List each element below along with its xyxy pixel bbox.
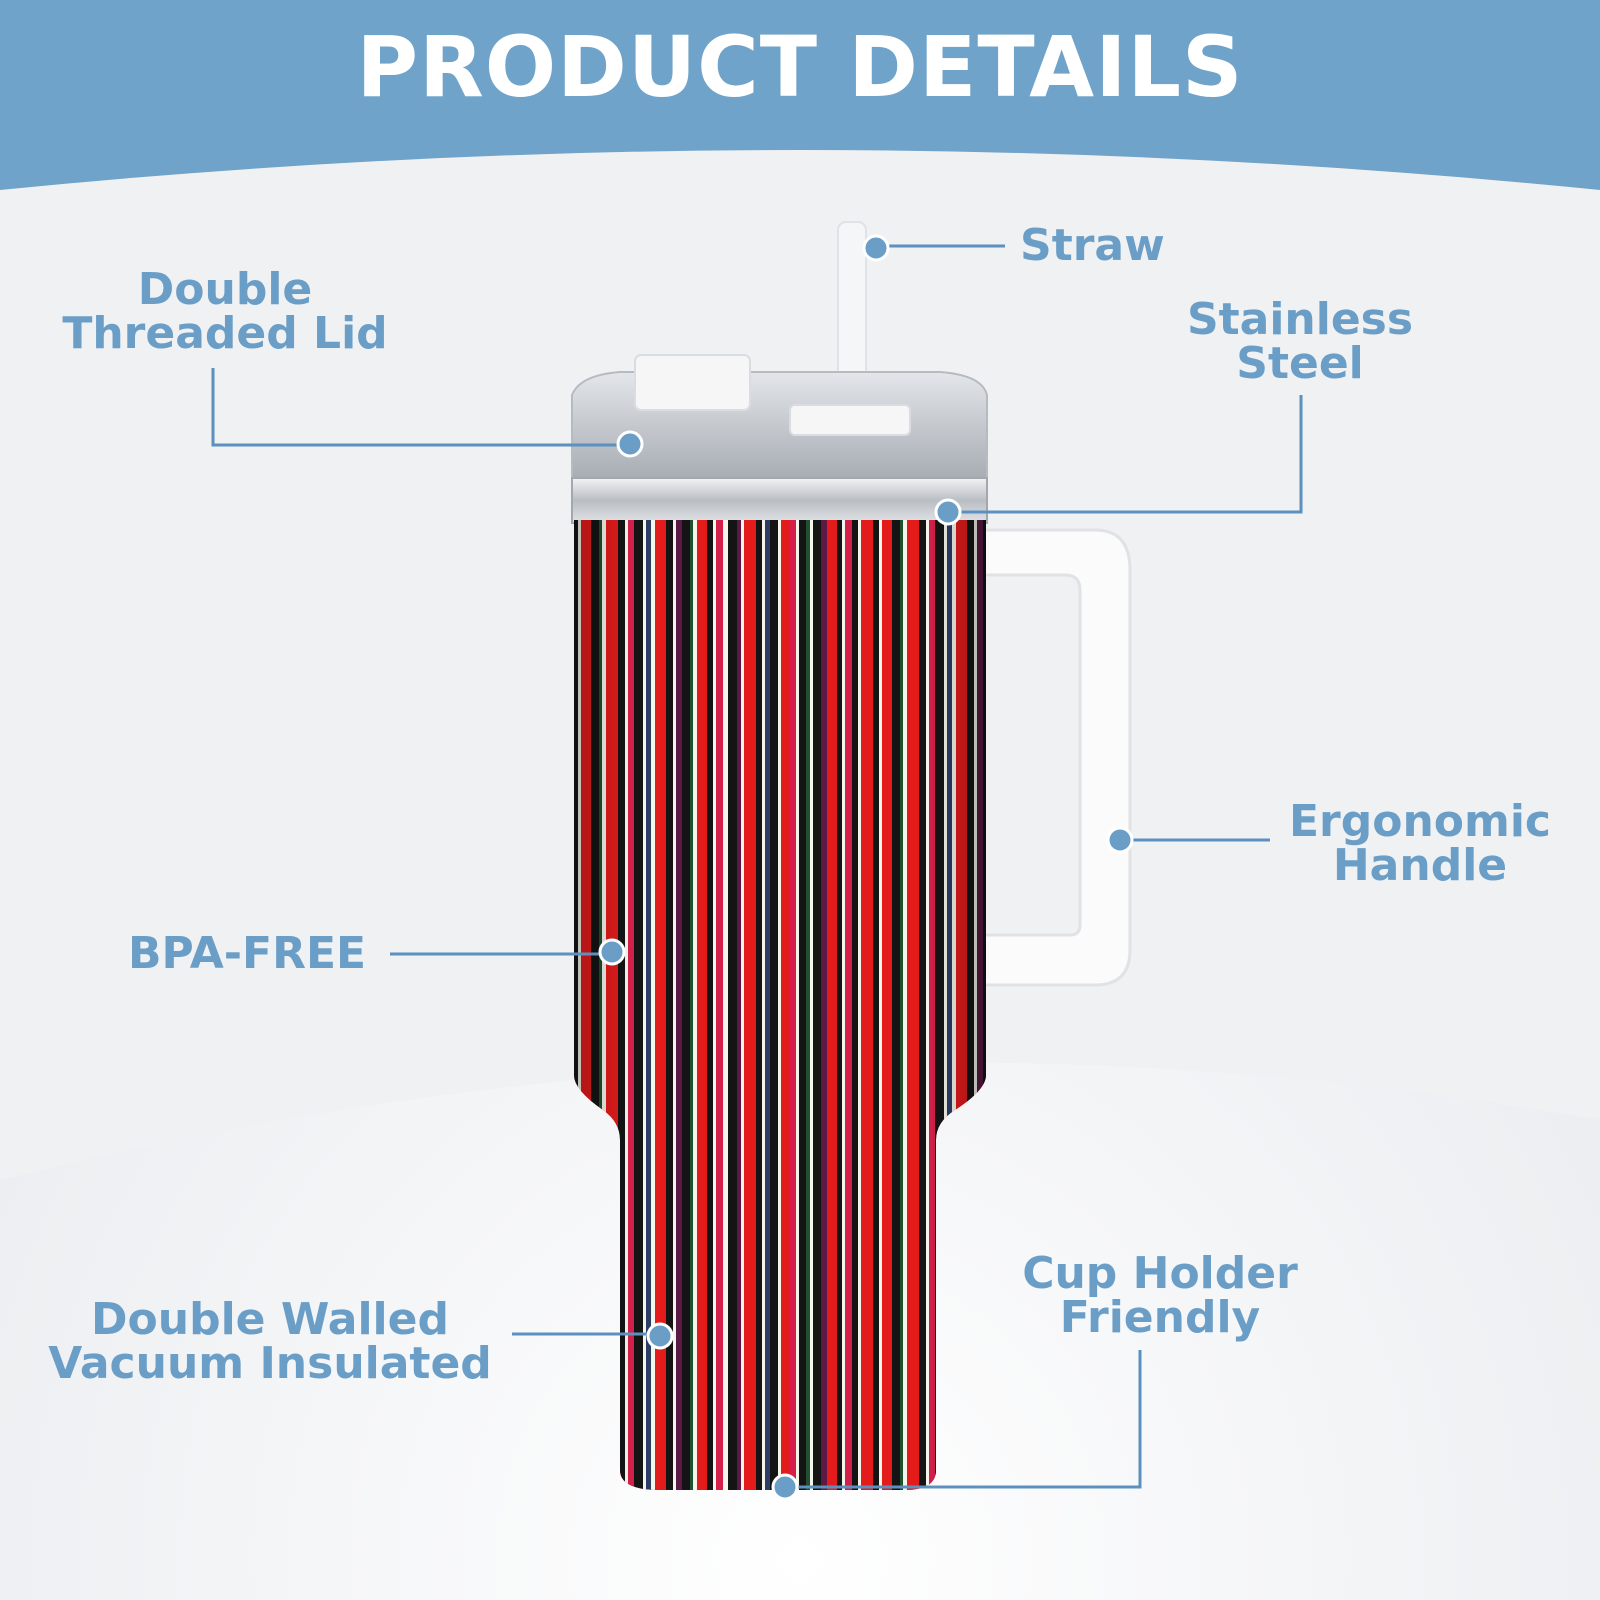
cup-holder-friendly-label: Cup Holder Friendly [1010,1252,1310,1340]
stainless-steel-label: Stainless Steel [1160,298,1440,386]
bpa-label-text: BPA-FREE [128,928,367,979]
banner-background [0,0,1600,190]
insulated-label-line2: Vacuum Insulated [48,1338,492,1389]
callout-dots [598,234,1134,1501]
leader-lines [211,244,1303,1489]
straw-label: Straw [1020,224,1165,268]
handle [973,528,1132,987]
lid-slider [789,404,911,436]
handle-label-line1: Ergonomic [1288,796,1552,847]
double-threaded-lid-label: Double Threaded Lid [40,268,410,356]
handle-label-line2: Handle [1332,840,1508,891]
lid-spout [634,354,751,411]
lid-label-line1: Double [137,264,313,315]
lid-label-line2: Threaded Lid [62,308,388,359]
bpa-free-label: BPA-FREE [128,932,366,976]
straw-label-text: Straw [1020,220,1165,271]
insulated-label-line1: Double Walled [91,1294,449,1345]
steel-label-line2: Steel [1236,338,1364,389]
holder-label-line1: Cup Holder [1022,1248,1298,1299]
double-walled-label: Double Walled Vacuum Insulated [30,1298,510,1386]
tumbler-body [574,520,986,1490]
holder-label-line2: Friendly [1059,1292,1261,1343]
banner-title: PRODUCT DETAILS [356,18,1244,116]
steel-ring [571,477,988,524]
steel-label-line1: Stainless [1186,294,1414,345]
ergonomic-handle-label: Ergonomic Handle [1270,800,1570,888]
